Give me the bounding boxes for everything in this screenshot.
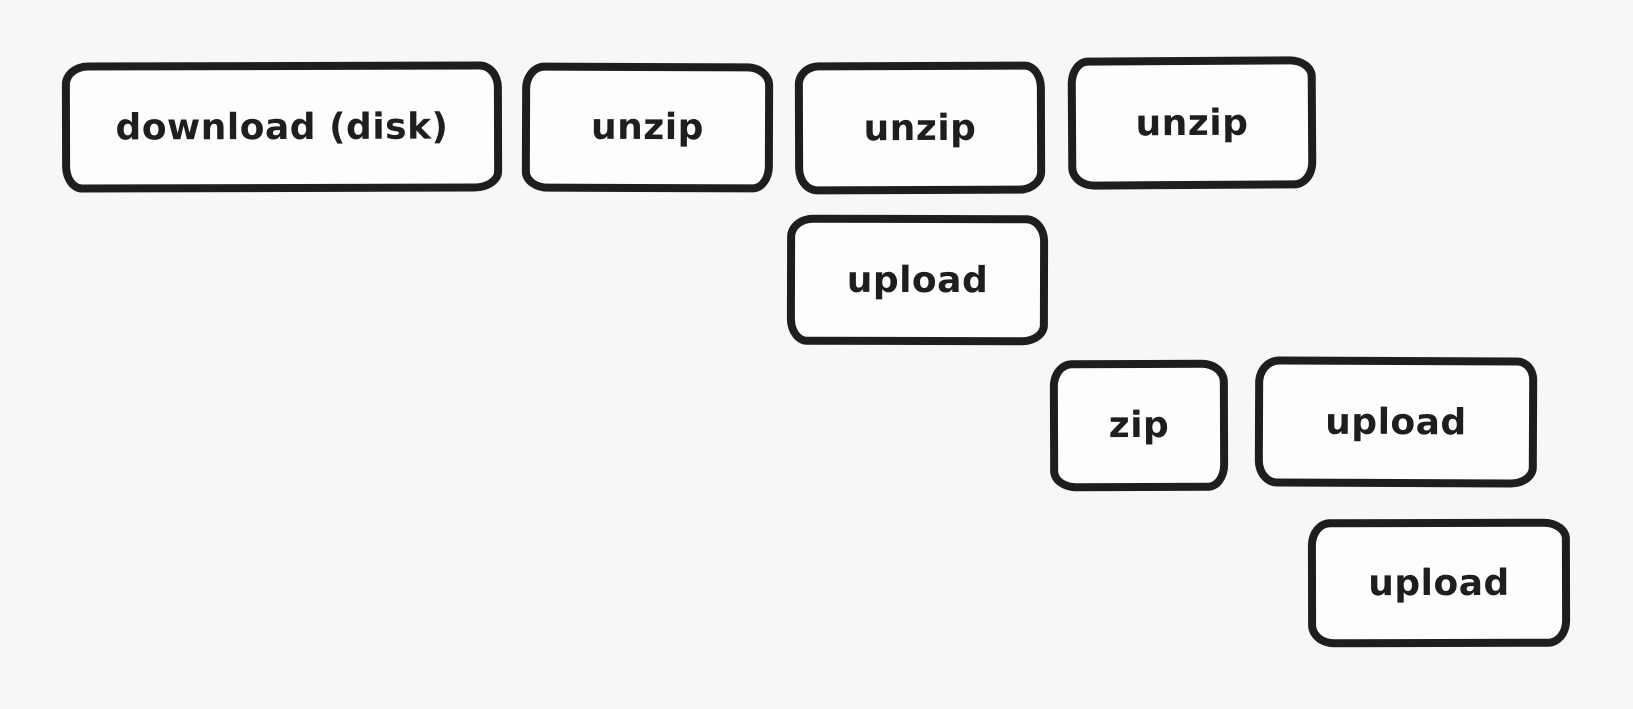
task-box-zip: zip — [1049, 359, 1229, 492]
task-box-download-disk: download (disk) — [61, 61, 503, 193]
task-box-unzip-2: unzip — [794, 61, 1046, 195]
task-label: unzip — [863, 107, 977, 149]
task-label: zip — [1108, 404, 1170, 447]
task-box-unzip-1: unzip — [521, 62, 774, 193]
task-label: upload — [846, 259, 989, 301]
task-label: upload — [1368, 562, 1510, 604]
task-label: unzip — [591, 106, 704, 149]
task-box-unzip-3: unzip — [1067, 56, 1317, 190]
task-label: download (disk) — [115, 106, 449, 148]
task-box-upload-2: upload — [1254, 356, 1538, 488]
task-label: unzip — [1135, 102, 1249, 144]
task-box-upload-3: upload — [1307, 518, 1571, 648]
task-box-upload-1: upload — [786, 214, 1049, 346]
task-label: upload — [1325, 401, 1467, 443]
